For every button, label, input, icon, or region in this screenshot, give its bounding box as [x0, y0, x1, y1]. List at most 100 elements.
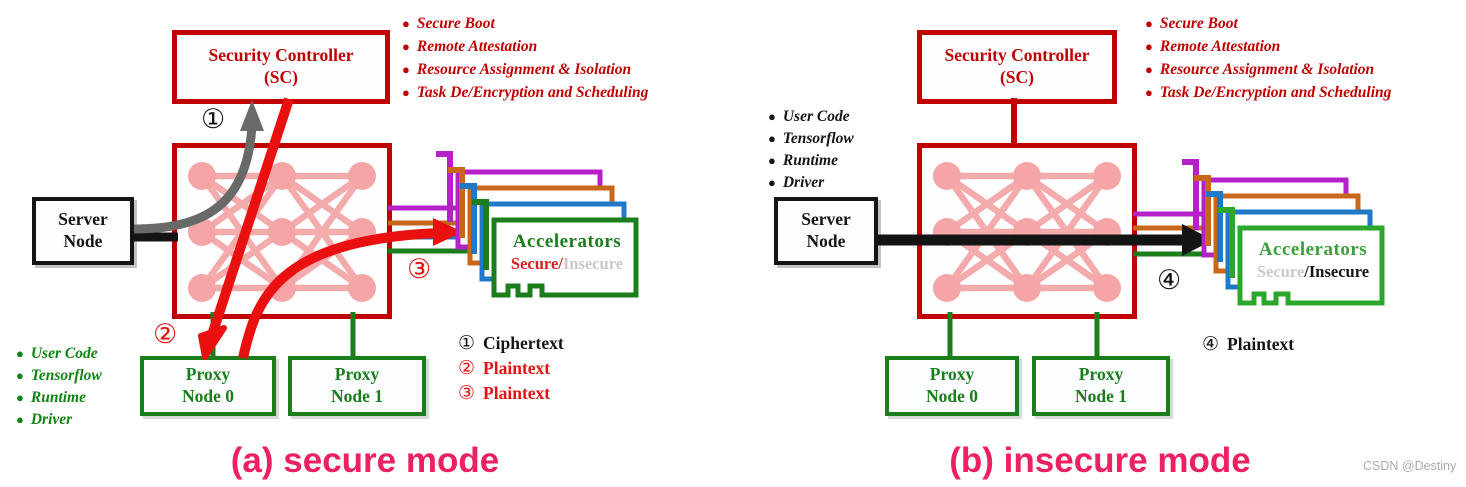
sc-feature-item: ● Remote Attestation [402, 35, 648, 58]
proxy-node-label: Proxy [334, 364, 380, 385]
bullet-icon: ● [402, 61, 410, 77]
proxy-node-label: Node 0 [181, 386, 234, 406]
stack-item: ● Driver [768, 172, 854, 194]
sc-feature-list-b: ● Secure Boot ● Remote Attestation ● Resour… [1145, 12, 1391, 104]
server-node-label: Server [801, 209, 851, 230]
legend-label: Ciphertext [483, 333, 564, 353]
security-controller-subtitle: (SC) [263, 67, 299, 87]
accelerators-label-b: Accelerators Secure/Insecure [1242, 239, 1384, 282]
sc-feature-label: Remote Attestation [416, 37, 538, 55]
server-node-box-a: Server Node [32, 197, 134, 265]
bullet-icon: ● [16, 346, 24, 361]
legend-b: ④ Plaintext [1202, 332, 1294, 357]
server-node-label: Node [806, 231, 846, 251]
accelerators-title: Accelerators [512, 231, 622, 252]
bullet-icon: ● [1145, 38, 1153, 54]
sc-feature-item: ● Secure Boot [402, 12, 648, 35]
caption-insecure-mode: (b) insecure mode [949, 441, 1251, 480]
sc-feature-item: ● Resource Assignment & Isolation [402, 58, 648, 81]
bullet-icon: ● [768, 109, 776, 124]
stack-label: Tensorflow [30, 367, 102, 384]
sc-feature-item: ● Task De/Encryption and Scheduling [402, 81, 648, 104]
software-stack-list-b: ● User Code ●Tensorflow ● Runtime ● Driver [768, 106, 854, 194]
sc-feature-label: Remote Attestation [1159, 37, 1281, 55]
circled-number-icon: ③ [458, 383, 476, 404]
sc-feature-label: Secure Boot [1159, 14, 1238, 32]
bullet-icon: ● [1145, 84, 1153, 100]
secure-insecure-label: Secure/Insecure [1242, 262, 1384, 282]
bullet-icon: ● [16, 390, 24, 405]
proxy-node-0-box-b: Proxy Node 0 [885, 356, 1019, 416]
accelerators-label-a: Accelerators Secure/Insecure [496, 231, 638, 274]
stack-item: ● User Code [768, 106, 854, 128]
accelerators-title: Accelerators [1258, 239, 1368, 260]
secure-text: Secure [510, 254, 559, 273]
server-node-label: Node [63, 231, 103, 251]
circled-number-icon: ④ [1202, 334, 1220, 355]
proxy-node-label: Proxy [1078, 364, 1124, 385]
legend-label: Plaintext [483, 383, 551, 403]
server-node-box-b: Server Node [774, 197, 878, 265]
sc-feature-list-a: ● Secure Boot ● Remote Attestation ● Resour… [402, 12, 648, 104]
proxy-node-1-box-b: Proxy Node 1 [1032, 356, 1170, 416]
sc-feature-label: Task De/Encryption and Scheduling [416, 83, 649, 101]
sc-feature-item: ● Resource Assignment & Isolation [1145, 58, 1391, 81]
bullet-icon: ● [1145, 15, 1153, 31]
proxy-node-0-box-a: Proxy Node 0 [140, 356, 276, 416]
insecure-text: Insecure [1308, 262, 1370, 281]
legend-item-plaintext: ② Plaintext [458, 356, 564, 381]
stack-label: Runtime [30, 389, 86, 406]
arrow-label-4: ④ [1157, 265, 1182, 295]
insecure-text: Insecure [562, 254, 624, 273]
interconnect-box-b [917, 143, 1137, 319]
proxy-node-label: Node 1 [1074, 386, 1127, 406]
stack-item: ● Runtime [16, 387, 102, 409]
software-stack-list-a: ●User Code ●Tensorflow ●Runtime ●Driver [16, 343, 102, 431]
bullet-icon: ● [1145, 61, 1153, 77]
sc-feature-item: ● Secure Boot [1145, 12, 1391, 35]
security-controller-box-b: Security Controller (SC) [917, 30, 1117, 104]
accelerator-link-lines-b [1133, 211, 1242, 257]
stack-item: ●Tensorflow [768, 128, 854, 150]
interconnect-box-a [172, 143, 392, 319]
proxy-node-label: Proxy [185, 364, 231, 385]
stack-label: Driver [30, 411, 73, 428]
circled-number-icon: ② [458, 358, 476, 379]
sc-feature-label: Resource Assignment & Isolation [416, 60, 632, 78]
legend-item-plaintext: ③ Plaintext [458, 381, 564, 406]
sc-feature-label: Task De/Encryption and Scheduling [1159, 83, 1392, 101]
bullet-icon: ● [768, 175, 776, 190]
secure-text: Secure [1256, 262, 1305, 281]
arrow-label-2: ② [153, 319, 178, 349]
bullet-icon: ● [16, 412, 24, 427]
legend-label: Plaintext [1227, 334, 1295, 354]
bullet-icon: ● [768, 153, 776, 168]
bullet-icon: ● [402, 15, 410, 31]
secure-insecure-label: Secure/Insecure [496, 254, 638, 274]
stack-item: ●User Code [16, 343, 102, 365]
server-node-label: Server [58, 209, 108, 230]
sc-feature-label: Resource Assignment & Isolation [1159, 60, 1375, 78]
bullet-icon: ● [402, 84, 410, 100]
stack-item: ● Runtime [768, 150, 854, 172]
legend-label: Plaintext [483, 358, 551, 378]
arrow-label-3: ③ [407, 254, 432, 284]
sc-feature-item: ● Task De/Encryption and Scheduling [1145, 81, 1391, 104]
stack-label: Runtime [782, 152, 838, 169]
watermark: CSDN @Destiny [1363, 459, 1457, 473]
security-controller-box-a: Security Controller (SC) [172, 30, 390, 104]
security-controller-title: Security Controller [944, 45, 1090, 66]
sc-feature-label: Secure Boot [416, 14, 495, 32]
security-controller-title: Security Controller [208, 45, 354, 66]
proxy-node-label: Node 1 [330, 386, 383, 406]
stack-item: ● Driver [16, 409, 102, 431]
legend-item-plaintext: ④ Plaintext [1202, 332, 1294, 357]
bullet-icon: ● [402, 38, 410, 54]
sc-feature-item: ● Remote Attestation [1145, 35, 1391, 58]
stack-label: User Code [782, 108, 850, 125]
stack-label: Driver [782, 174, 825, 191]
stack-item: ●Tensorflow [16, 365, 102, 387]
